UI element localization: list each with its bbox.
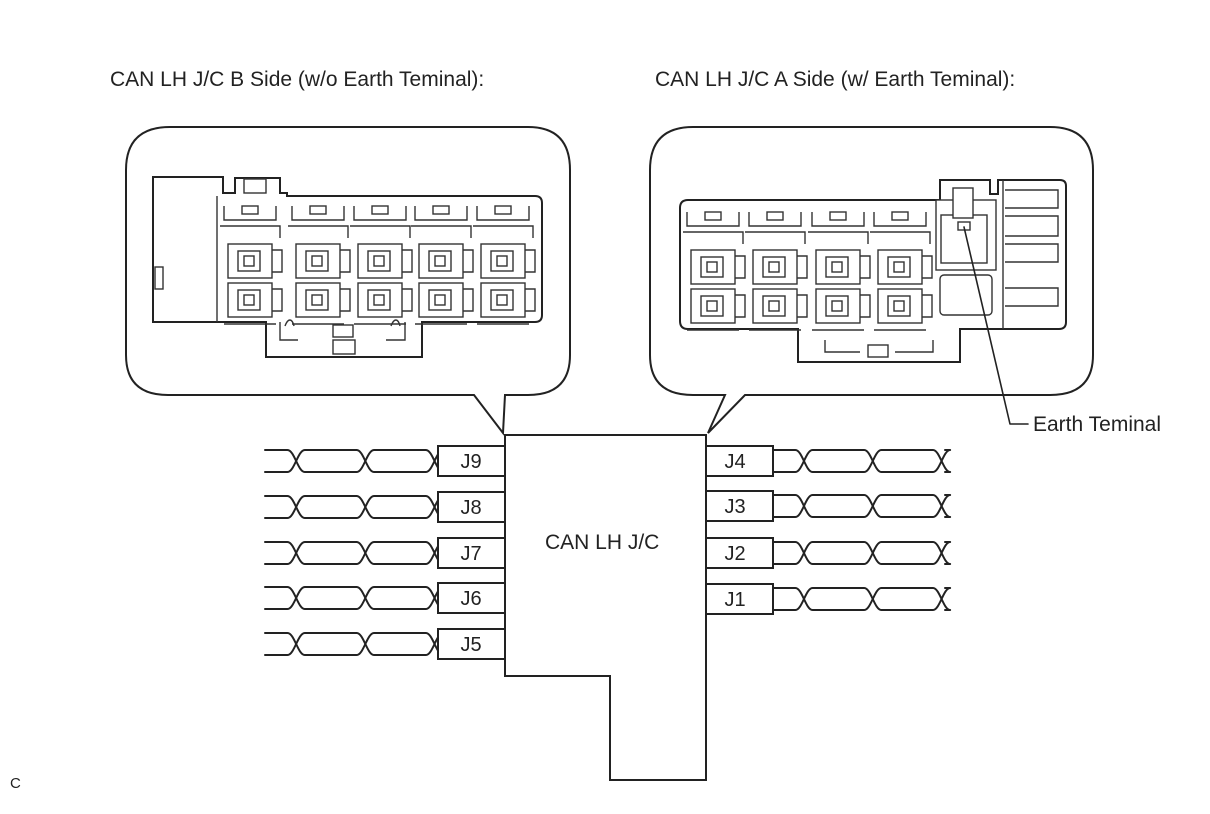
pin-j6-group: J6 — [264, 582, 506, 614]
pin-label-j6: J6 — [460, 588, 481, 610]
a-side-title: CAN LH J/C A Side (w/ Earth Teminal): — [655, 68, 1016, 91]
twisted-wire-j2 — [772, 541, 952, 565]
twisted-wire-j7 — [264, 541, 445, 565]
a-side-cavity-3 — [808, 211, 871, 331]
pin-label-j4: J4 — [724, 451, 745, 473]
pin-j8-group: J8 — [264, 491, 506, 523]
b-side-cavity-4 — [411, 205, 474, 325]
a-side-cavity-2 — [745, 211, 808, 331]
b-side-cavity-3 — [350, 205, 413, 325]
twisted-wire-j8 — [264, 495, 445, 519]
pin-box-j3 — [705, 490, 774, 522]
pin-box-j4 — [705, 445, 774, 477]
pin-j5-group: J5 — [264, 628, 506, 660]
twisted-wire-j5 — [264, 632, 445, 656]
pin-box-j5 — [437, 628, 506, 660]
pin-box-j2 — [705, 537, 774, 569]
a-side-cavity-1 — [683, 211, 746, 331]
pin-label-j7: J7 — [460, 543, 481, 565]
pin-j2-group: J2 — [705, 537, 952, 569]
pin-j3-group: J3 — [705, 490, 952, 522]
earth-terminal-label: Earth Teminal — [1033, 413, 1162, 436]
pin-j7-group: J7 — [264, 537, 506, 569]
junction-label: CAN LH J/C — [545, 531, 660, 554]
a-side-cavity-4 — [870, 211, 933, 331]
twisted-wire-j6 — [264, 586, 445, 610]
b-side-cavity-1 — [220, 205, 283, 325]
pin-label-j1: J1 — [724, 589, 745, 611]
figure-code: C — [10, 775, 21, 792]
twisted-wire-j3 — [772, 494, 952, 518]
pin-j9-group: J9 — [264, 445, 506, 477]
pin-box-j6 — [437, 582, 506, 614]
twisted-wire-j1 — [772, 587, 952, 611]
can-lh-jc-body — [504, 434, 707, 781]
pin-label-j8: J8 — [460, 497, 481, 519]
b-side-cavity-2 — [288, 205, 351, 325]
pin-box-j9 — [437, 445, 506, 477]
pin-box-j8 — [437, 491, 506, 523]
pin-box-j1 — [705, 583, 774, 615]
twisted-wire-j4 — [772, 449, 952, 473]
b-side-cavity-5 — [473, 205, 536, 325]
b-side-title: CAN LH J/C B Side (w/o Earth Teminal): — [110, 68, 485, 91]
pin-label-j9: J9 — [460, 451, 481, 473]
pin-j1-group: J1 — [705, 583, 952, 615]
pin-label-j2: J2 — [724, 543, 745, 565]
pin-box-j7 — [437, 537, 506, 569]
pin-label-j3: J3 — [724, 496, 745, 518]
pin-j4-group: J4 — [705, 445, 952, 477]
twisted-wire-j9 — [264, 449, 445, 473]
earth-terminal-leader — [963, 226, 1029, 425]
pin-label-j5: J5 — [460, 634, 481, 656]
